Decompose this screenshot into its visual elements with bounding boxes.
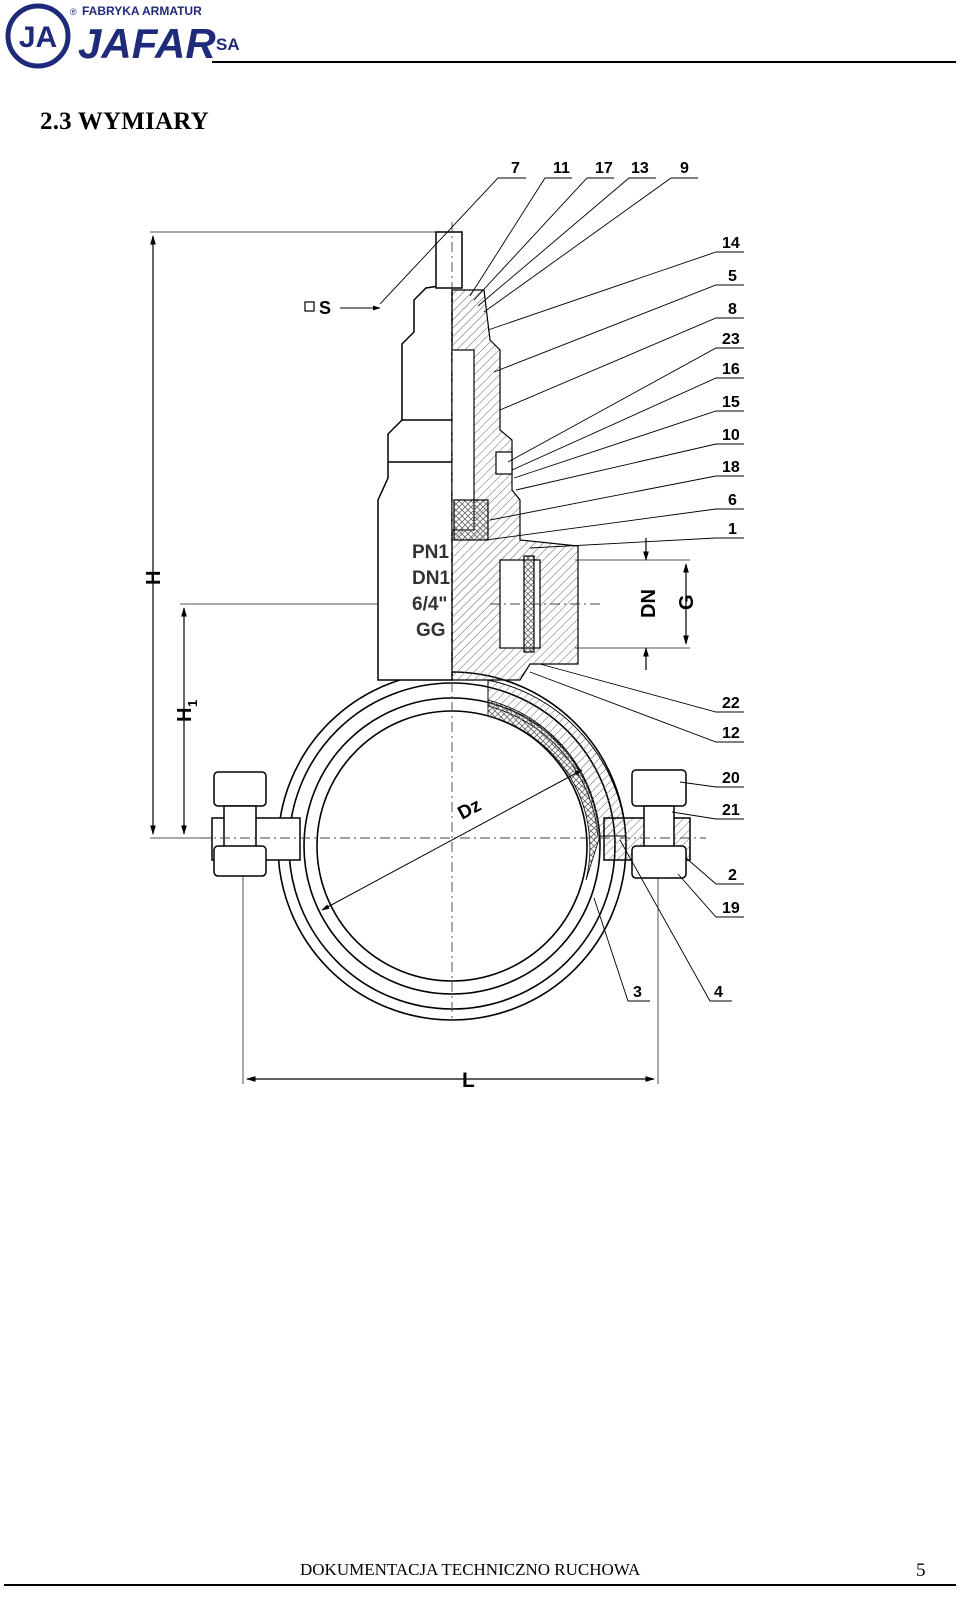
- callout-label: 5: [728, 268, 737, 285]
- company-name: FABRYKA ARMATUR: [82, 4, 202, 18]
- callout-label: 14: [722, 235, 740, 252]
- company-logo: JA ® FABRYKA ARMATUR JAFAR SA: [5, 3, 240, 69]
- dimension-label-s: S: [319, 298, 331, 318]
- callout-label: 19: [722, 900, 740, 917]
- footer-document-label: DOKUMENTACJA TECHNICZNO RUCHOWA: [300, 1560, 641, 1579]
- callout-label: 1: [728, 521, 737, 538]
- dimension-s: S: [304, 298, 381, 318]
- page-number: 5: [916, 1560, 926, 1581]
- section-title: 2.3 WYMIARY: [40, 108, 209, 135]
- logo-monogram: JA: [19, 21, 57, 54]
- callout-label: 10: [722, 427, 740, 444]
- header-rule: [212, 61, 956, 63]
- callout-label: 22: [722, 695, 740, 712]
- body-marking-line: 6/4": [412, 594, 447, 615]
- callout-label: 16: [722, 361, 740, 378]
- callouts-right: 14 5 8 23 16 15 10 18 6 1 22 12 20 21 2 …: [485, 235, 744, 918]
- registered-mark: ®: [70, 7, 77, 17]
- dimension-l: L: [242, 870, 659, 1092]
- callout-label: 11: [553, 160, 570, 177]
- body-marking: PN1 DN1 6/4" GG: [412, 542, 450, 641]
- callout-label: 8: [728, 301, 737, 318]
- callout-label: 9: [680, 160, 689, 177]
- dimension-label-g: G: [676, 594, 698, 610]
- left-lug: [211, 771, 301, 877]
- callout-label: 2: [728, 867, 737, 884]
- dimension-label-h1-sub: 1: [185, 700, 200, 707]
- page-header: JA ® FABRYKA ARMATUR JAFAR SA: [0, 0, 960, 72]
- callout-label: 23: [722, 331, 740, 348]
- dimension-label-h1: H: [174, 708, 196, 722]
- valve-section: [451, 289, 579, 681]
- dimension-label-l: L: [462, 1069, 475, 1092]
- callout-label: 13: [631, 160, 649, 177]
- body-marking-line: PN1: [412, 542, 449, 563]
- body-marking-line: GG: [416, 620, 446, 641]
- dimension-label-dz: Dz: [454, 795, 484, 824]
- callout-label: 3: [633, 984, 642, 1001]
- body-marking-line: DN1: [412, 568, 450, 589]
- callouts-bottom: 3 4: [593, 839, 732, 1002]
- callouts-top: 7 11 17 13 9: [379, 160, 698, 313]
- callout-label: 6: [728, 492, 737, 509]
- callout-label: 12: [722, 725, 740, 742]
- dimension-dn-g: DN G: [575, 538, 698, 670]
- callout-label: 20: [722, 770, 740, 787]
- callout-label: 18: [722, 459, 740, 476]
- right-lug: [603, 769, 691, 879]
- brand-name: JAFAR: [78, 20, 216, 67]
- callout-label: 4: [714, 984, 723, 1001]
- logo-ring: [5, 3, 71, 69]
- technical-drawing: H H 1 L DN G: [143, 160, 744, 1092]
- callout-label: 15: [722, 394, 740, 411]
- dimension-label-h: H: [143, 571, 165, 585]
- callout-label: 7: [511, 160, 520, 177]
- dimension-label-dn: DN: [638, 589, 660, 618]
- callout-label: 21: [722, 802, 740, 819]
- callout-label: 17: [595, 160, 613, 177]
- brand-suffix: SA: [216, 35, 240, 54]
